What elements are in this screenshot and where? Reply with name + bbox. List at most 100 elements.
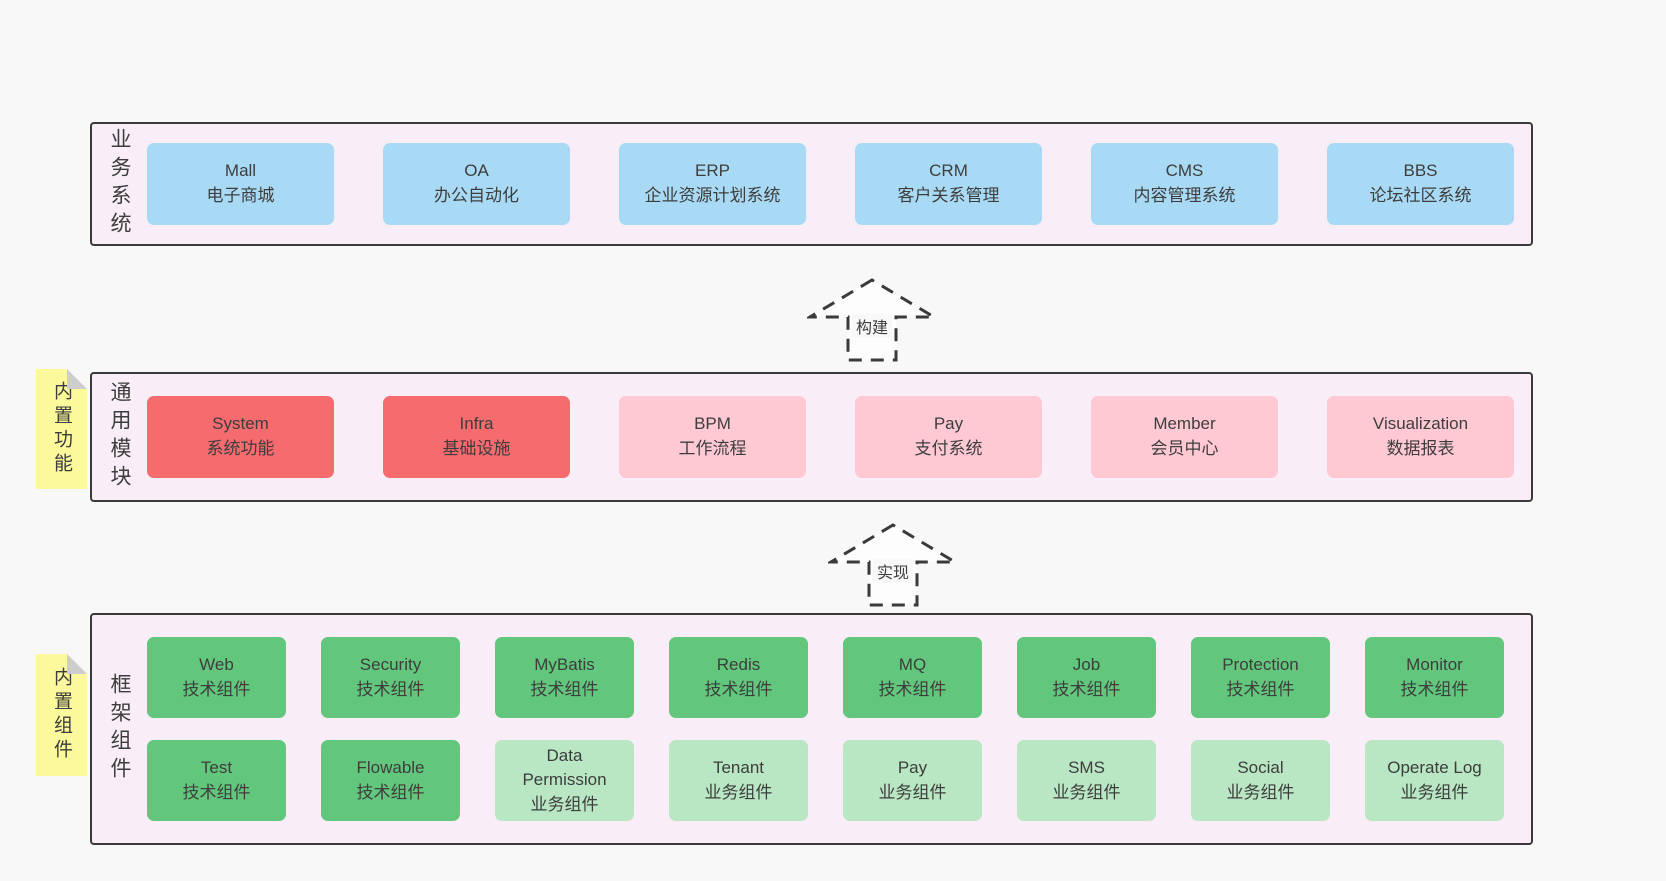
module-box-erp: ERP 企业资源计划系统	[619, 143, 806, 225]
box-name: Visualization	[1372, 414, 1469, 434]
module-box-mybatis: MyBatis 技术组件	[495, 637, 634, 718]
box-subtitle: 技术组件	[1052, 679, 1121, 699]
box-subtitle: 技术组件	[530, 679, 599, 699]
module-box-pay: Pay 支付系统	[855, 396, 1042, 478]
box-name: Pay	[933, 414, 964, 434]
box-name: Job	[1072, 654, 1101, 674]
box-name: Social	[1237, 757, 1284, 777]
box-subtitle: 系统功能	[206, 439, 275, 458]
module-box-flowable: Flowable 技术组件	[321, 740, 460, 821]
box-name: Monitor	[1406, 654, 1463, 674]
box-subtitle: 技术组件	[704, 679, 773, 699]
box-name: MQ	[898, 654, 927, 674]
box-name: Data Permission	[522, 745, 607, 790]
build-arrow-label: 构建	[851, 314, 893, 338]
build-arrow: 构建	[807, 277, 937, 363]
box-subtitle: 技术组件	[356, 679, 425, 699]
box-subtitle: 技术组件	[182, 782, 251, 802]
module-box-mq: MQ 技术组件	[843, 637, 982, 718]
sticky-note-built-in-components: 内置组件	[36, 654, 87, 776]
module-box-visualization: Visualization 数据报表	[1327, 396, 1514, 478]
box-subtitle: 数据报表	[1386, 439, 1455, 458]
box-subtitle: 业务组件	[704, 782, 773, 802]
box-name: MyBatis	[534, 654, 595, 674]
module-box-web: Web 技术组件	[147, 637, 286, 718]
box-name: Test	[200, 757, 233, 777]
box-subtitle: 论坛社区系统	[1369, 186, 1472, 205]
band-label-text: 框架组件	[108, 673, 131, 785]
box-name: CMS	[1165, 161, 1204, 181]
box-subtitle: 技术组件	[878, 679, 947, 699]
module-box-security: Security 技术组件	[321, 637, 460, 718]
box-name: Protection	[1222, 654, 1299, 674]
sticky-note-text: 内置组件	[51, 667, 72, 763]
box-subtitle: 业务组件	[1052, 782, 1121, 802]
box-subtitle: 技术组件	[182, 679, 251, 699]
box-name: Mall	[224, 161, 257, 181]
box-subtitle: 内容管理系统	[1133, 186, 1236, 205]
box-subtitle: 业务组件	[1400, 782, 1469, 802]
box-name: Operate Log	[1387, 757, 1482, 777]
module-box-job: Job 技术组件	[1017, 637, 1156, 718]
box-name: Security	[359, 654, 422, 674]
module-box-redis: Redis 技术组件	[669, 637, 808, 718]
box-name: CRM	[929, 161, 968, 181]
box-subtitle: 会员中心	[1150, 439, 1219, 458]
module-box-oa: OA 办公自动化	[383, 143, 570, 225]
band-label-text: 通用模块	[108, 381, 131, 493]
box-subtitle: 客户关系管理	[897, 186, 1000, 205]
box-name: Redis	[716, 654, 761, 674]
box-subtitle: 技术组件	[1226, 679, 1295, 699]
box-name: OA	[464, 161, 489, 181]
module-box-member: Member 会员中心	[1091, 396, 1278, 478]
box-name: System	[212, 414, 269, 434]
box-subtitle: 电子商城	[206, 186, 275, 205]
module-box-data-permission: Data Permission 业务组件	[495, 740, 634, 821]
band-label-common-modules: 通用模块	[104, 374, 134, 500]
module-box-pay: Pay 业务组件	[843, 740, 982, 821]
box-subtitle: 业务组件	[1226, 782, 1295, 802]
module-box-protection: Protection 技术组件	[1191, 637, 1330, 718]
box-subtitle: 业务组件	[530, 794, 599, 814]
band-business-systems: 业务系统 Mall 电子商城 OA 办公自动化 ERP 企业资源计划系统 CRM 客户关系管理…	[90, 122, 1533, 246]
implement-arrow: 实现	[828, 522, 958, 608]
box-name: Web	[199, 654, 234, 674]
module-box-crm: CRM 客户关系管理	[855, 143, 1042, 225]
module-box-infra: Infra 基础设施	[383, 396, 570, 478]
module-box-operate-log: Operate Log 业务组件	[1365, 740, 1504, 821]
module-box-test: Test 技术组件	[147, 740, 286, 821]
box-subtitle: 技术组件	[1400, 679, 1469, 699]
box-name: SMS	[1068, 757, 1105, 777]
module-box-mall: Mall 电子商城	[147, 143, 334, 225]
box-name: Flowable	[356, 757, 425, 777]
box-name: BBS	[1403, 161, 1438, 181]
box-subtitle: 技术组件	[356, 782, 425, 802]
box-subtitle: 支付系统	[914, 439, 983, 458]
module-box-cms: CMS 内容管理系统	[1091, 143, 1278, 225]
box-subtitle: 工作流程	[678, 439, 747, 458]
module-box-system: System 系统功能	[147, 396, 334, 478]
box-subtitle: 基础设施	[442, 439, 511, 458]
box-name: BPM	[694, 414, 731, 434]
box-name: Member	[1153, 414, 1216, 434]
band-label-business-systems: 业务系统	[104, 124, 134, 244]
box-subtitle: 企业资源计划系统	[644, 186, 781, 205]
module-box-bpm: BPM 工作流程	[619, 396, 806, 478]
box-name: Infra	[459, 414, 494, 434]
band-rows: System 系统功能 Infra 基础设施 BPM 工作流程 Pay 支付系统 Member 会…	[147, 374, 1523, 500]
band-common-modules: 通用模块 System 系统功能 Infra 基础设施 BPM 工作流程 Pay 支付系统 Me…	[90, 372, 1533, 502]
box-subtitle: 业务组件	[878, 782, 947, 802]
sticky-note-text: 内置功能	[51, 381, 72, 477]
box-row: Mall 电子商城 OA 办公自动化 ERP 企业资源计划系统 CRM 客户关系管理 CMS 内容…	[147, 143, 1523, 225]
box-subtitle: 办公自动化	[434, 186, 519, 205]
band-label-text: 业务系统	[108, 128, 131, 240]
module-box-sms: SMS 业务组件	[1017, 740, 1156, 821]
implement-arrow-label: 实现	[872, 559, 914, 583]
box-name: Pay	[897, 757, 928, 777]
box-name: ERP	[695, 161, 730, 181]
